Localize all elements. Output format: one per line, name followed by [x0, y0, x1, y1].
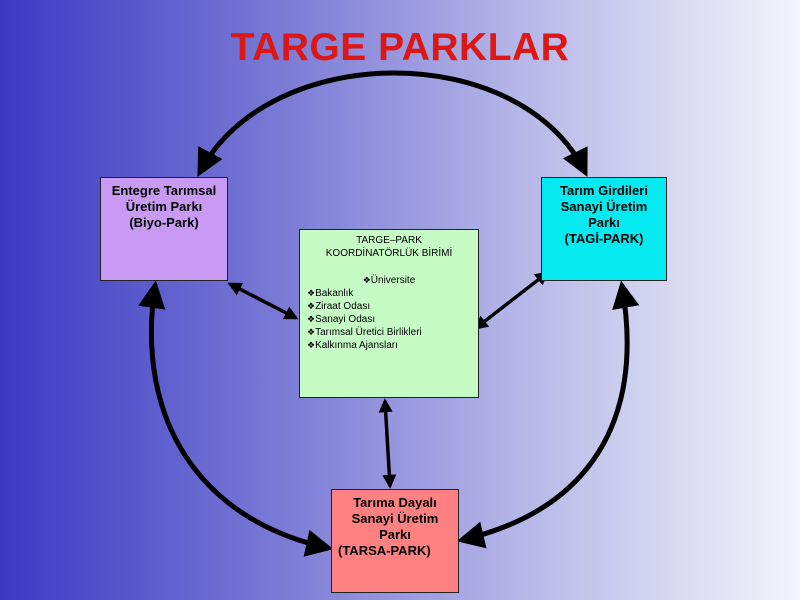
link-biyo-targe-arrow — [227, 282, 299, 320]
stakeholder-item: ❖Kalkınma Ajansları — [307, 340, 398, 351]
coordination-title-line: KOORDİNATÖRLÜK BİRİMİ — [325, 248, 453, 259]
biyo-park-box: Entegre Tarımsal Üretim Parkı (Biyo-Park… — [100, 177, 228, 281]
tarsa-park-line: (TARSA-PARK) — [338, 543, 431, 558]
diamond-bullet-icon: ❖ — [307, 301, 316, 311]
diamond-bullet-icon: ❖ — [362, 275, 371, 285]
tagi-park-line: Sanayi Üretim — [560, 199, 648, 214]
tagi-park-line: Tarım Girdileri — [560, 183, 648, 198]
arc-top-arrow — [197, 70, 588, 177]
tagi-park-box: Tarım Girdileri Sanayi Üretim Parkı (TAG… — [541, 177, 667, 281]
biyo-park-line: Üretim Parkı — [125, 199, 203, 214]
tarsa-park-line: Sanayi Üretim — [351, 511, 439, 526]
link-targe-tarsa-arrow — [378, 398, 397, 489]
stakeholder-item: ❖Ziraat Odası — [307, 301, 371, 312]
diamond-bullet-icon: ❖ — [307, 314, 316, 324]
stakeholder-list: ❖Bakanlık ❖Ziraat Odası ❖Sanayi Odası ❖T… — [300, 287, 478, 352]
diamond-bullet-icon: ❖ — [307, 340, 316, 350]
arc-left-arrow — [138, 280, 334, 557]
tarsa-park-line: Parkı — [379, 527, 411, 542]
diamond-bullet-icon: ❖ — [307, 288, 316, 298]
coordination-title-line: TARGE–PARK — [356, 235, 422, 246]
tarsa-park-box: Tarıma Dayalı Sanayi Üretim Parkı (TARSA… — [331, 489, 459, 593]
arc-right-arrow — [456, 280, 640, 549]
stakeholder-item: ❖Tarımsal Üretici Birlikleri — [307, 327, 422, 338]
stakeholder-item: ❖Bakanlık — [307, 288, 354, 299]
diamond-bullet-icon: ❖ — [307, 327, 316, 337]
page-title: TARGE PARKLAR — [230, 26, 570, 69]
targe-park-coordination-box: TARGE–PARK KOORDİNATÖRLÜK BİRİMİ ❖Üniver… — [299, 229, 479, 398]
tagi-park-line: Parkı — [588, 215, 620, 230]
stakeholder-item: ❖Sanayi Odası — [307, 314, 376, 325]
stakeholder-item-first: ❖Üniversite — [362, 275, 416, 286]
tagi-park-line: (TAGİ-PARK) — [564, 231, 644, 246]
biyo-park-line: Entegre Tarımsal — [111, 183, 217, 198]
tarsa-park-line: Tarıma Dayalı — [353, 495, 437, 510]
biyo-park-line: (Biyo-Park) — [129, 215, 199, 230]
link-tagi-targe-arrow — [473, 271, 550, 330]
